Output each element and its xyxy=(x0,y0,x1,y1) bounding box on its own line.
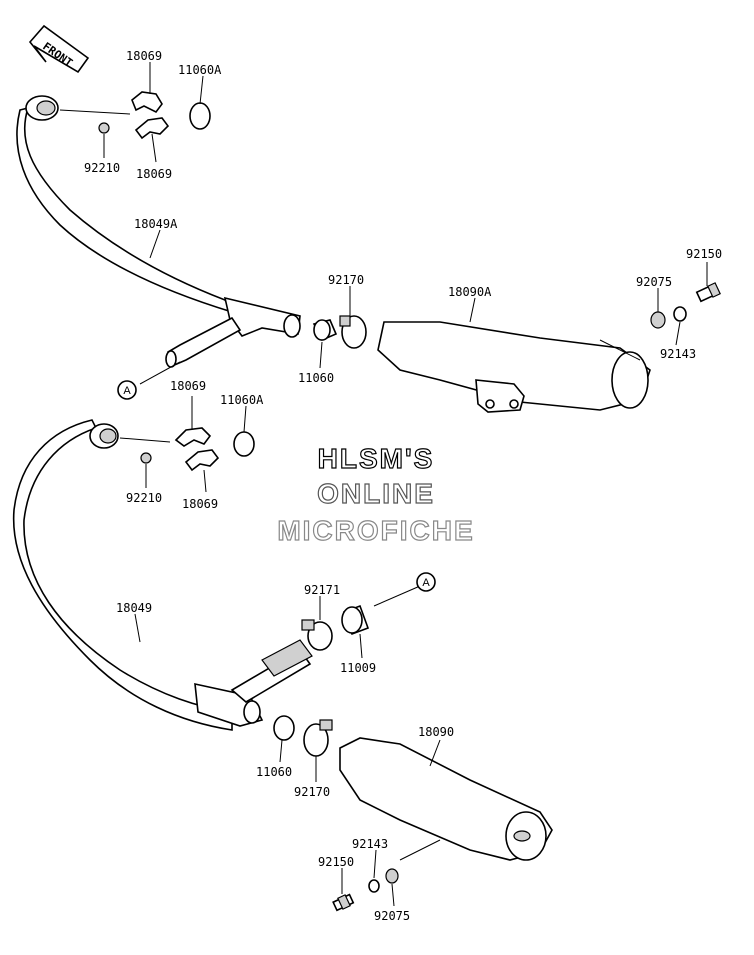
part-label: 92171 xyxy=(304,583,340,597)
gasket-11009 xyxy=(341,604,370,636)
washer-92143-upper xyxy=(673,306,687,322)
part-label: 18069 xyxy=(182,497,218,511)
callout-a-lower-label: A xyxy=(422,577,430,589)
clamp-92171 xyxy=(301,619,333,651)
callout-a-upper-label: A xyxy=(123,385,131,397)
nut-92210-lower xyxy=(140,452,152,464)
muffler-18090A xyxy=(377,321,651,413)
part-label: 18090A xyxy=(448,285,492,299)
clamp-18069-upper-2 xyxy=(134,117,170,140)
part-label: 18069 xyxy=(170,379,206,393)
part-label: 11060 xyxy=(256,765,292,779)
watermark-line-2: ONLINE xyxy=(317,478,435,509)
clamp-18069-lower-1 xyxy=(174,427,212,447)
bolt-92150-upper xyxy=(695,282,721,303)
header-pipe-upper xyxy=(16,95,301,368)
part-label: 92170 xyxy=(328,273,364,287)
part-label: 18090 xyxy=(418,725,454,739)
part-label: 92075 xyxy=(636,275,672,289)
part-label: 92075 xyxy=(374,909,410,923)
gasket-11060-lower xyxy=(273,715,295,741)
watermark-line-3: MICROFICHE xyxy=(277,515,474,546)
part-label: 18069 xyxy=(126,49,162,63)
part-label: 92143 xyxy=(352,837,388,851)
nut-92075-lower xyxy=(385,868,399,884)
washer-92143-lower xyxy=(368,879,380,893)
nut-92075-upper xyxy=(650,311,666,329)
muffler-18090 xyxy=(339,737,553,861)
gasket-11060-upper xyxy=(312,319,338,342)
part-label: 92210 xyxy=(126,491,162,505)
nut-92210-upper xyxy=(98,122,110,134)
callout-a-lower: A xyxy=(416,572,436,592)
header-pipe-lower xyxy=(12,419,313,731)
part-label: 11060 xyxy=(298,371,334,385)
part-label: 18069 xyxy=(136,167,172,181)
part-label: 92170 xyxy=(294,785,330,799)
clamp-92170-upper xyxy=(339,315,367,349)
leader-lines xyxy=(59,62,708,907)
part-label: 18049A xyxy=(134,217,178,231)
part-label: 11060A xyxy=(220,393,264,407)
clamp-92170-lower xyxy=(303,719,333,757)
front-arrow-icon: FRONT xyxy=(28,24,90,74)
gasket-11060A-upper xyxy=(189,102,211,130)
part-label: 18049 xyxy=(116,601,152,615)
part-label: 11009 xyxy=(340,661,376,675)
part-label: 92210 xyxy=(84,161,120,175)
clamp-18069-lower-2 xyxy=(184,449,220,472)
part-label: 92143 xyxy=(660,347,696,361)
watermark-line-1: HLSM'S xyxy=(318,443,435,474)
callout-a-upper: A xyxy=(117,380,137,400)
clamp-18069-upper-1 xyxy=(131,91,163,114)
part-label: 92150 xyxy=(686,247,722,261)
part-label: 92150 xyxy=(318,855,354,869)
part-label: 11060A xyxy=(178,63,222,77)
bolt-92150-lower xyxy=(332,893,355,912)
gasket-11060A-lower xyxy=(233,431,255,457)
